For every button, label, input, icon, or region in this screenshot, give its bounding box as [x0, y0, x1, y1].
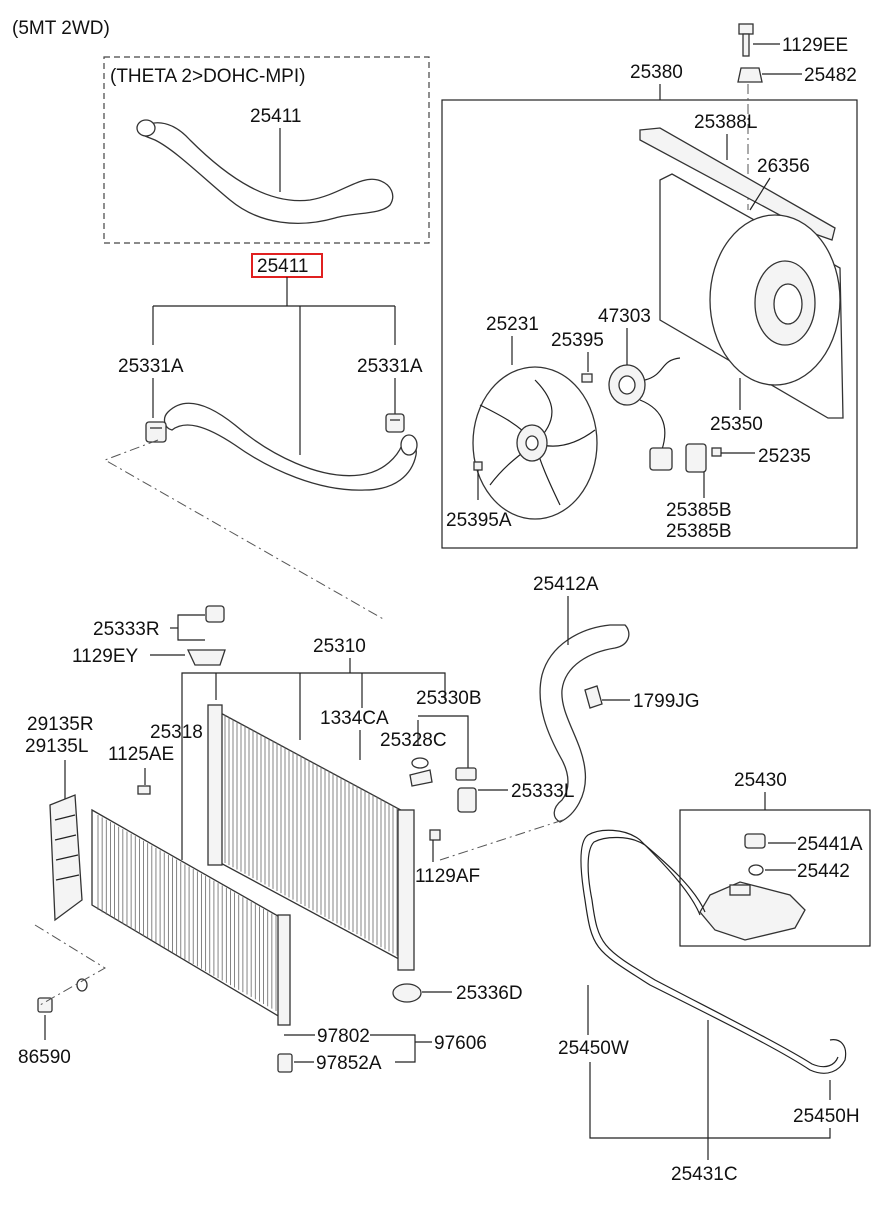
- hose-clamp-left[interactable]: [145, 421, 167, 443]
- part-25385b-1[interactable]: 25385B: [666, 500, 732, 521]
- part-25350[interactable]: 25350: [710, 414, 763, 435]
- part-25395a[interactable]: 25395A: [446, 510, 512, 531]
- part-25380[interactable]: 25380: [630, 62, 683, 83]
- part-25441a[interactable]: 25441A: [797, 834, 863, 855]
- reservoir-cap-25441a[interactable]: [744, 833, 766, 849]
- cap-25333l[interactable]: [455, 767, 477, 813]
- part-29135l[interactable]: 29135L: [25, 736, 88, 757]
- radiator-25310[interactable]: [207, 704, 415, 971]
- part-97802[interactable]: 97802: [317, 1026, 370, 1047]
- part-25231[interactable]: 25231: [486, 314, 539, 335]
- clip-1799jg[interactable]: [584, 685, 603, 709]
- fan-motor-47303[interactable]: [608, 357, 681, 456]
- part-25333l[interactable]: 25333L: [511, 781, 574, 802]
- upper-hose[interactable]: [163, 402, 418, 491]
- part-25442[interactable]: 25442: [797, 861, 850, 882]
- overflow-hose-25450[interactable]: [580, 829, 847, 1074]
- part-25331a-left[interactable]: 25331A: [118, 356, 184, 377]
- part-97606[interactable]: 97606: [434, 1033, 487, 1054]
- part-25318[interactable]: 25318: [150, 722, 203, 743]
- resistor-25385b[interactable]: [649, 443, 707, 473]
- fan-assembly-box: [441, 99, 858, 549]
- bolt-1129af[interactable]: [429, 829, 441, 841]
- upper-hose-variant[interactable]: [136, 119, 394, 224]
- part-1125ae[interactable]: 1125AE: [108, 744, 174, 765]
- part-47303[interactable]: 47303: [598, 306, 651, 327]
- part-25450w[interactable]: 25450W: [558, 1038, 629, 1059]
- part-29135r[interactable]: 29135R: [27, 714, 94, 735]
- engine-variant-title: (THETA 2>DOHC-MPI): [110, 66, 305, 87]
- part-25412a[interactable]: 25412A: [533, 574, 599, 595]
- oring-25328c[interactable]: [409, 757, 433, 787]
- part-1129ee[interactable]: 1129EE: [782, 35, 848, 56]
- part-25482[interactable]: 25482: [804, 65, 857, 86]
- part-25411-selected[interactable]: 25411: [257, 256, 308, 277]
- gasket-25442[interactable]: [748, 864, 764, 876]
- screw-25395a[interactable]: [473, 461, 483, 471]
- bolt-1125ae[interactable]: [137, 785, 151, 795]
- condenser[interactable]: [91, 808, 291, 1026]
- part-25430[interactable]: 25430: [734, 770, 787, 791]
- part-1334ca[interactable]: 1334CA: [320, 708, 389, 729]
- part-25385b-2[interactable]: 25385B: [666, 521, 732, 542]
- part-25431c[interactable]: 25431C: [671, 1164, 738, 1185]
- clip-25482[interactable]: [737, 67, 763, 83]
- part-25388l[interactable]: 25388L: [694, 112, 757, 133]
- screw-25395[interactable]: [581, 373, 593, 383]
- cap-97852a[interactable]: [277, 1053, 293, 1073]
- cooling-fan-25231[interactable]: [472, 366, 598, 520]
- reservoir-tank[interactable]: [699, 881, 806, 941]
- bolt-86590[interactable]: [37, 978, 88, 1013]
- bolt-1129ee[interactable]: [738, 23, 754, 57]
- bracket-25388l[interactable]: [639, 127, 836, 241]
- fan-shroud-25350[interactable]: [659, 173, 844, 419]
- bracket-1129ey[interactable]: [186, 649, 226, 666]
- part-25333r[interactable]: 25333R: [93, 619, 160, 640]
- part-25331a-right[interactable]: 25331A: [357, 356, 423, 377]
- part-26356[interactable]: 26356: [757, 156, 810, 177]
- drain-plug-25336d[interactable]: [392, 983, 422, 1003]
- part-25328c[interactable]: 25328C: [380, 730, 447, 751]
- screw-25235[interactable]: [711, 447, 722, 457]
- part-97852a[interactable]: 97852A: [316, 1053, 382, 1074]
- part-1129ey[interactable]: 1129EY: [72, 646, 139, 667]
- hose-clamp-right[interactable]: [385, 413, 405, 433]
- part-25395[interactable]: 25395: [551, 330, 604, 351]
- part-25411-variant[interactable]: 25411: [250, 106, 301, 127]
- air-guard-29135[interactable]: [49, 794, 83, 922]
- part-1129af[interactable]: 1129AF: [415, 866, 480, 887]
- lower-hose-25412a[interactable]: [539, 624, 630, 823]
- part-25336d[interactable]: 25336D: [456, 983, 523, 1004]
- variant-label: (5MT 2WD): [12, 18, 110, 39]
- part-1799jg[interactable]: 1799JG: [633, 691, 700, 712]
- part-25330b[interactable]: 25330B: [416, 688, 482, 709]
- part-25450h[interactable]: 25450H: [793, 1106, 860, 1127]
- part-25235[interactable]: 25235: [758, 446, 811, 467]
- cap-25333r[interactable]: [205, 605, 225, 623]
- engine-variant-box: [103, 56, 430, 244]
- part-86590[interactable]: 86590: [18, 1047, 71, 1068]
- part-25310[interactable]: 25310: [313, 636, 366, 657]
